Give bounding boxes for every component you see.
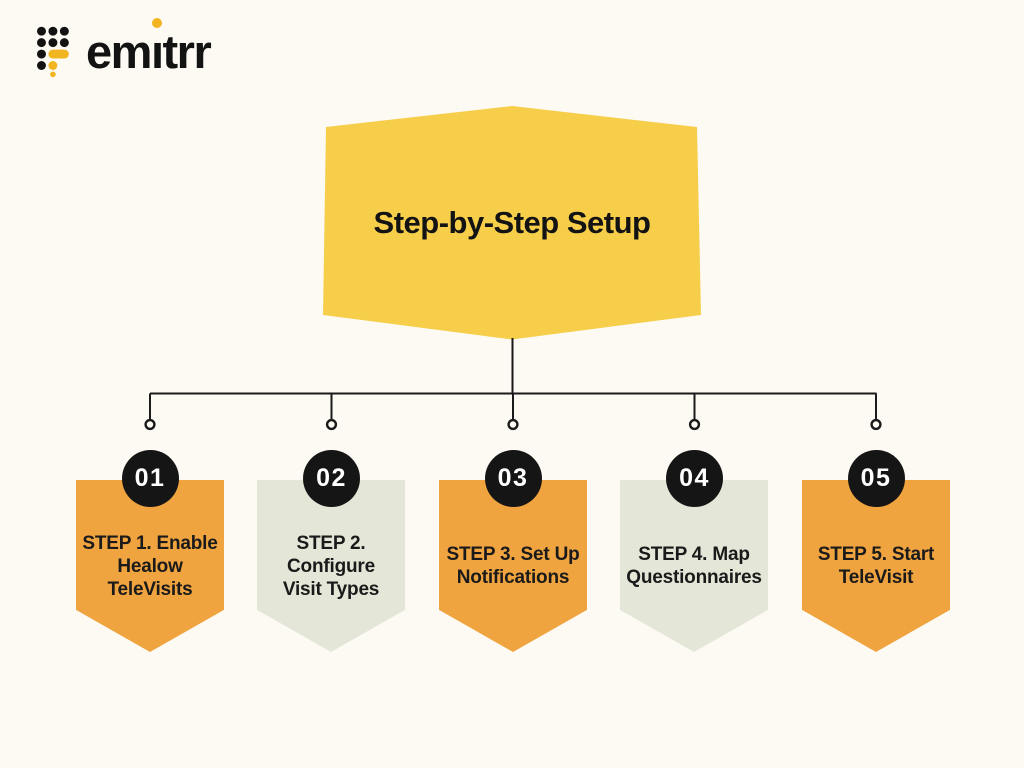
connector-node xyxy=(688,418,701,431)
step-1-number-badge: 01 xyxy=(121,450,179,507)
step-5-pennant: STEP 5. Start TeleVisit xyxy=(802,480,950,652)
connector-node xyxy=(507,418,519,431)
logo-text-post: trr xyxy=(162,25,212,78)
step-4-pennant: STEP 4. Map Questionnaires xyxy=(620,480,768,652)
step-2-pennant: STEP 2. Configure Visit Types xyxy=(257,480,405,652)
step-2-number-badge: 02 xyxy=(303,450,360,507)
emitrr-dots-icon xyxy=(37,26,69,78)
step-5-label: STEP 5. Start TeleVisit xyxy=(817,544,935,588)
connector-node xyxy=(325,418,338,431)
step-3-label: STEP 3. Set Up Notifications xyxy=(446,544,580,588)
page-title: Step-by-Step Setup xyxy=(373,205,651,240)
step-3-pennant: STEP 3. Set Up Notifications xyxy=(439,480,587,652)
step-1-pennant: STEP 1. Enable Healow TeleVisits xyxy=(76,480,224,652)
step-4-label: STEP 4. Map Questionnaires xyxy=(626,544,762,588)
step-3-number-badge: 03 xyxy=(484,450,542,507)
step-2-label: STEP 2. Configure Visit Types xyxy=(282,532,380,600)
step-4-number-badge: 04 xyxy=(666,450,723,507)
logo-text-i: ı xyxy=(150,25,164,78)
connector-node xyxy=(144,418,156,431)
step-5-number-badge: 05 xyxy=(847,450,905,507)
connector-node xyxy=(870,418,882,431)
step-1-label: STEP 1. Enable Healow TeleVisits xyxy=(82,532,218,600)
logo-text-pre: em xyxy=(86,25,152,78)
